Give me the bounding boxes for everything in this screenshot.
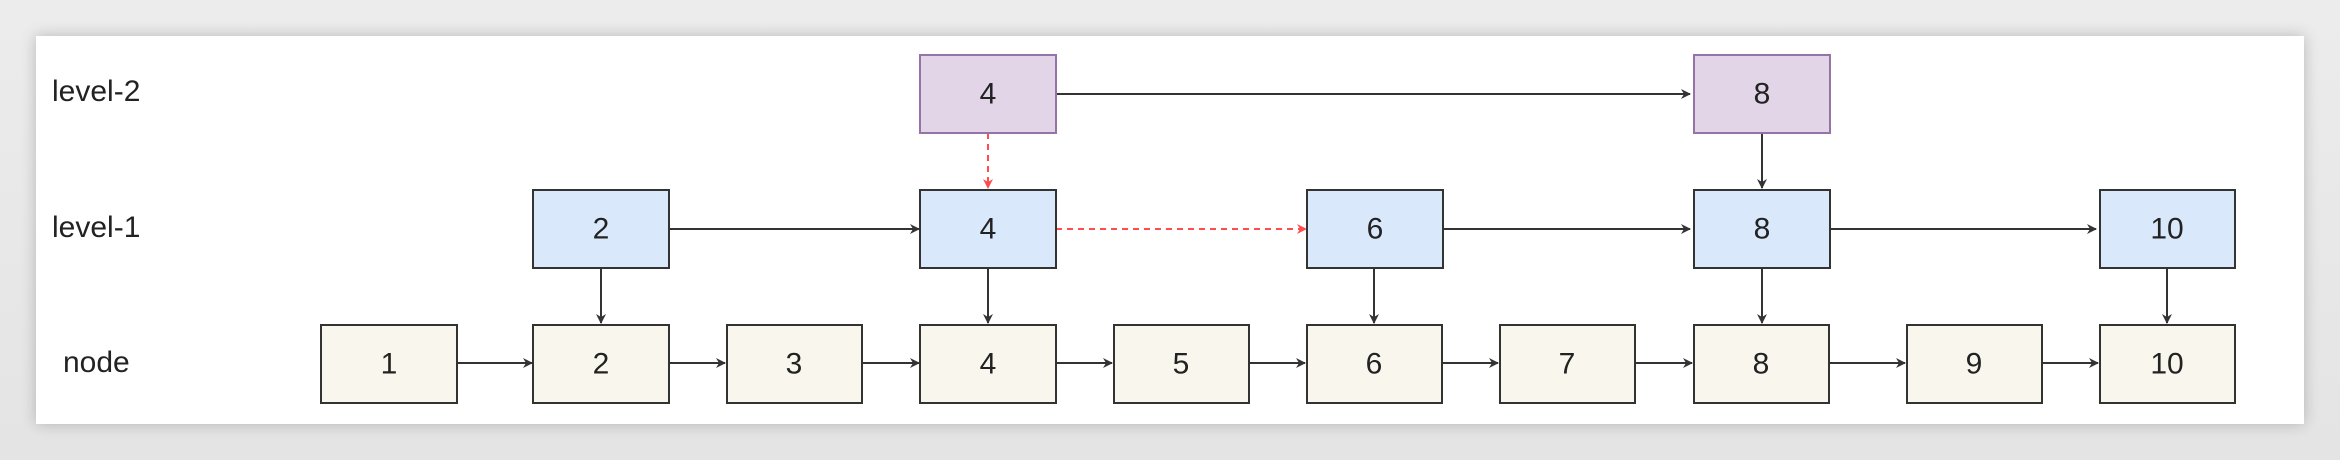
level1-node-2-label: 2 bbox=[593, 213, 610, 246]
base-node-2-label: 2 bbox=[593, 348, 610, 381]
row-label-level-2: level-2 bbox=[52, 75, 140, 108]
level1-node-6-label: 6 bbox=[1367, 213, 1384, 246]
base-node-10: 10 bbox=[2099, 324, 2236, 404]
level2-node-4: 4 bbox=[919, 54, 1057, 134]
base-node-1-label: 1 bbox=[381, 348, 398, 381]
base-node-2: 2 bbox=[532, 324, 670, 404]
base-node-4: 4 bbox=[919, 324, 1057, 404]
base-node-6-label: 6 bbox=[1366, 348, 1383, 381]
base-node-6: 6 bbox=[1306, 324, 1443, 404]
base-node-10-label: 10 bbox=[2150, 348, 2183, 381]
level1-node-6: 6 bbox=[1306, 189, 1444, 269]
base-node-8: 8 bbox=[1693, 324, 1830, 404]
row-label-node: node bbox=[63, 346, 130, 379]
base-node-9: 9 bbox=[1906, 324, 2043, 404]
level2-node-8: 8 bbox=[1693, 54, 1831, 134]
base-node-5-label: 5 bbox=[1173, 348, 1190, 381]
base-node-3-label: 3 bbox=[786, 348, 803, 381]
base-node-7: 7 bbox=[1499, 324, 1636, 404]
base-node-1: 1 bbox=[320, 324, 458, 404]
level1-node-10: 10 bbox=[2099, 189, 2236, 269]
level2-node-4-label: 4 bbox=[980, 78, 997, 111]
base-node-4-label: 4 bbox=[980, 348, 997, 381]
level1-node-10-label: 10 bbox=[2150, 213, 2183, 246]
base-node-3: 3 bbox=[726, 324, 863, 404]
level1-node-8: 8 bbox=[1693, 189, 1831, 269]
base-node-7-label: 7 bbox=[1559, 348, 1576, 381]
base-node-9-label: 9 bbox=[1966, 348, 1983, 381]
level1-node-8-label: 8 bbox=[1754, 213, 1771, 246]
base-node-5: 5 bbox=[1113, 324, 1250, 404]
level1-node-2: 2 bbox=[532, 189, 670, 269]
base-node-8-label: 8 bbox=[1753, 348, 1770, 381]
level1-node-4: 4 bbox=[919, 189, 1057, 269]
row-label-level-1: level-1 bbox=[52, 211, 140, 244]
level1-node-4-label: 4 bbox=[980, 213, 997, 246]
level2-node-8-label: 8 bbox=[1754, 78, 1771, 111]
